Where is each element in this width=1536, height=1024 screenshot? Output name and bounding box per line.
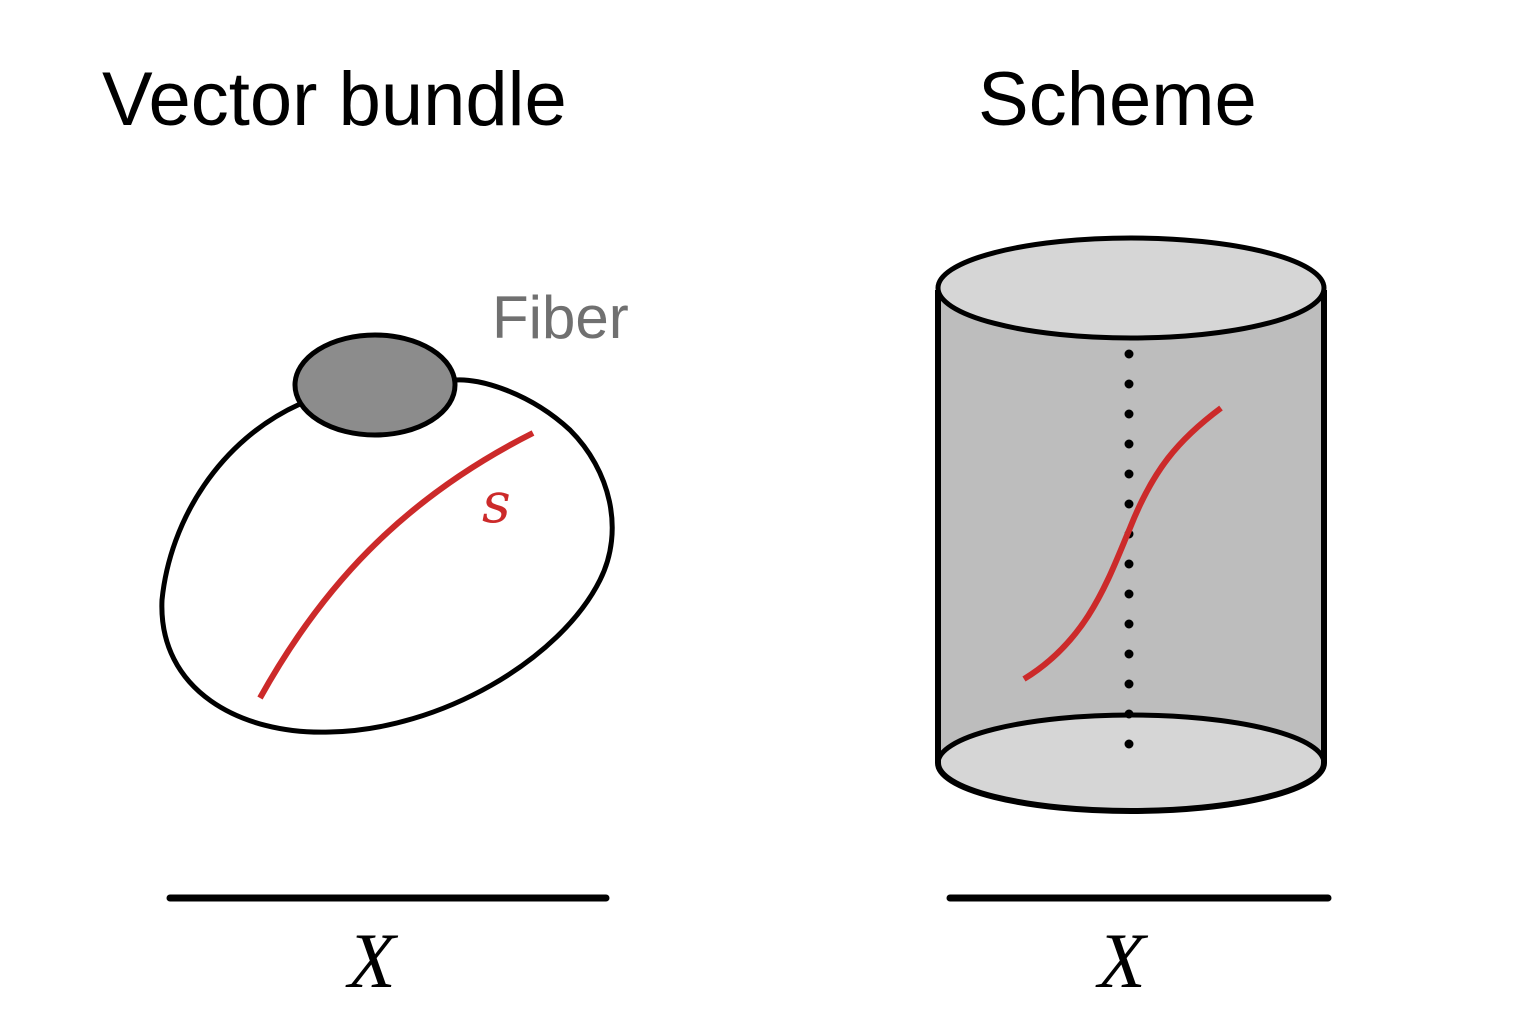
scheme-title: Scheme (978, 57, 1257, 142)
base-space-label: X (1098, 917, 1146, 1004)
total-space-outline (159, 377, 615, 735)
section-curve (1022, 405, 1223, 682)
scheme-figure (935, 235, 1332, 902)
section-curve (257, 430, 535, 700)
vector-bundle-title: Vector bundle (102, 57, 567, 142)
fiber-label: Fiber (492, 284, 629, 351)
cylinder-body (938, 290, 1324, 811)
vector-bundle-panel: Vector bundle Fiber s X (102, 57, 629, 1004)
scheme-panel: Scheme X (768, 0, 1536, 1024)
fiber-ellipse (292, 332, 458, 438)
vector-bundle-figure (159, 332, 615, 902)
section-label: s (482, 471, 511, 536)
base-space-label: X (348, 917, 396, 1004)
cylinder-top-cap (935, 235, 1327, 341)
cylinder-bottom-front-edge (935, 762, 1327, 814)
